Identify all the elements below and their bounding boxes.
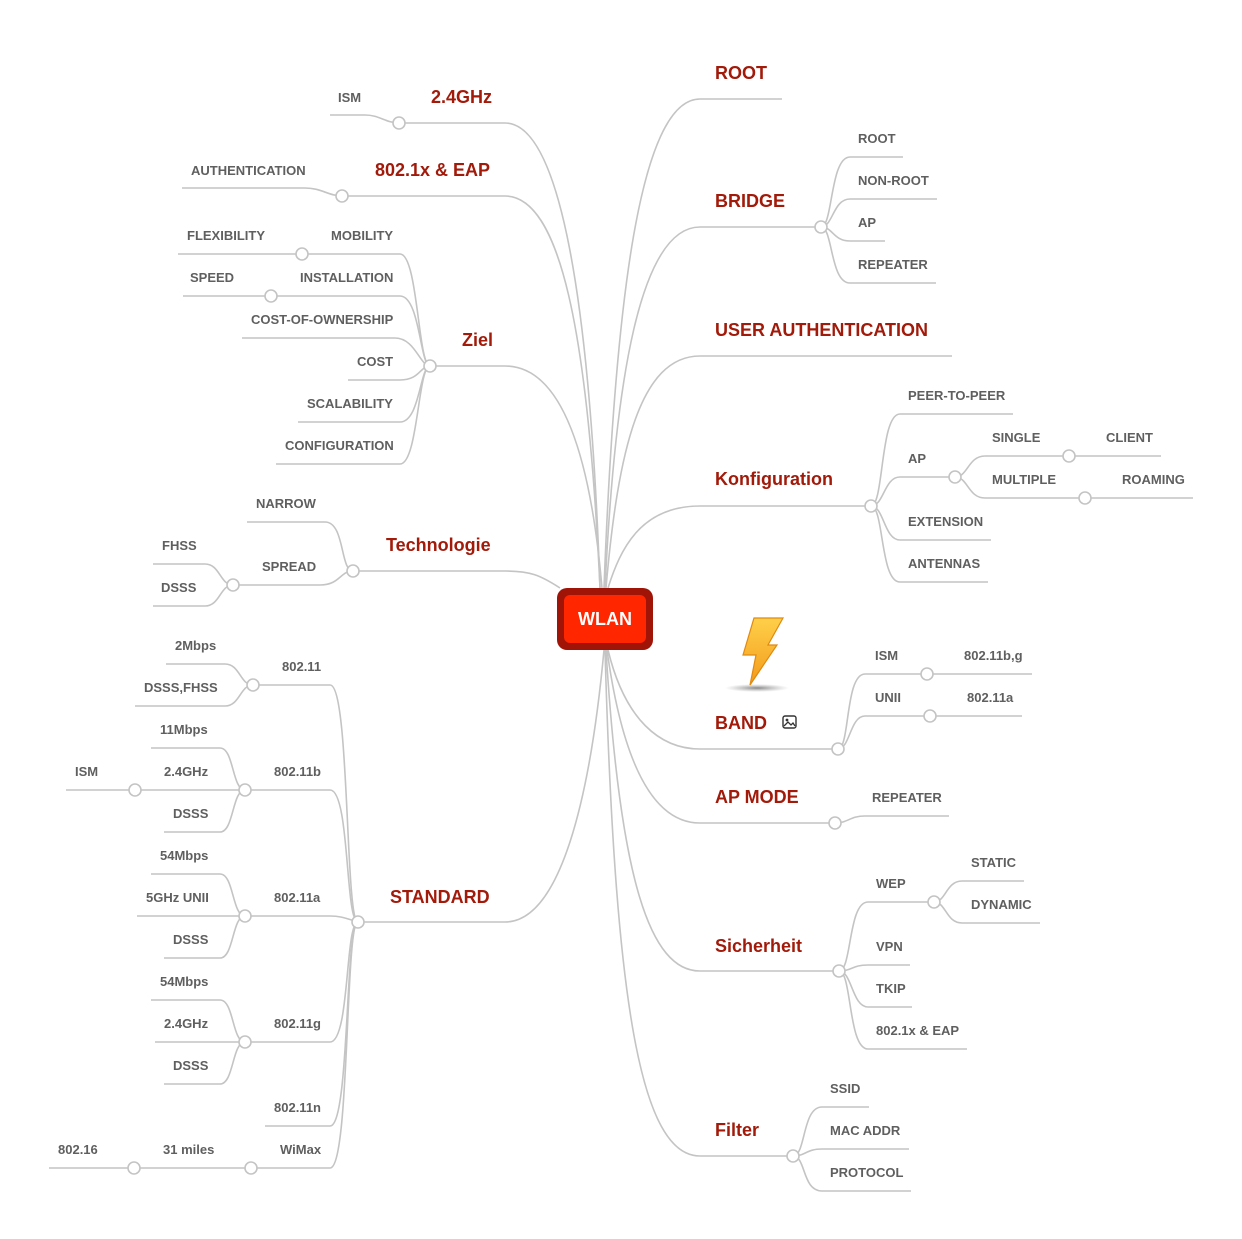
subtopic-2mbps[interactable]: 2Mbps	[175, 638, 217, 653]
subtopic-mac-addr[interactable]: MAC ADDR	[830, 1123, 901, 1138]
subtopic-dsss-fhss[interactable]: DSSS,FHSS	[144, 680, 218, 695]
subtopic-non-root[interactable]: NON-ROOT	[858, 173, 929, 188]
subtopic-tkip[interactable]: TKIP	[876, 981, 906, 996]
subtopic-unii[interactable]: UNII	[875, 690, 901, 705]
subtopic-client[interactable]: CLIENT	[1106, 430, 1153, 445]
subtopic-bridge-root[interactable]: ROOT	[858, 131, 896, 146]
subtopic-dsss-g[interactable]: DSSS	[173, 1058, 209, 1073]
subtopic-5ghz-unii[interactable]: 5GHz UNII	[146, 890, 209, 905]
subtopic-bridge-ap[interactable]: AP	[858, 215, 877, 230]
subtopic-cost[interactable]: COST	[357, 354, 394, 369]
subtopic-802-11b[interactable]: 802.11b	[274, 764, 321, 779]
subtopic-2-4ghz-g[interactable]: 2.4GHz	[164, 1016, 209, 1031]
topic-band[interactable]: BAND	[715, 713, 767, 733]
subtopic-authentication[interactable]: AUTHENTICATION	[191, 163, 306, 178]
subtopic-cost-of-ownership[interactable]: COST-OF-OWNERSHIP	[251, 312, 394, 327]
root-node-wlan[interactable]: WLAN	[557, 588, 653, 650]
subtopic-speed[interactable]: SPEED	[190, 270, 235, 285]
subtopic-31-miles[interactable]: 31 miles	[163, 1142, 215, 1157]
subtopic-protocol[interactable]: PROTOCOL	[830, 1165, 904, 1180]
subtopic-802-11[interactable]: 802.11	[282, 659, 322, 674]
subtopic-ism-b[interactable]: ISM	[75, 764, 99, 779]
subtopic-802-11a[interactable]: 802.11a	[274, 890, 321, 905]
subtopic-802-11n[interactable]: 802.11n	[274, 1100, 321, 1115]
subtopic-spread[interactable]: SPREAD	[262, 559, 317, 574]
subtopic-ssid[interactable]: SSID	[830, 1081, 861, 1096]
subtopic-dsss[interactable]: DSSS	[161, 580, 197, 595]
subtopic-narrow[interactable]: NARROW	[256, 496, 316, 511]
subtopic-peer-to-peer[interactable]: PEER-TO-PEER	[908, 388, 1006, 403]
subtopic-802-11bg[interactable]: 802.11b,g	[964, 648, 1023, 663]
subtopic-bridge-repeater[interactable]: REPEATER	[858, 257, 928, 272]
subtopic-2-4ghz-b[interactable]: 2.4GHz	[164, 764, 209, 779]
subtopic-installation[interactable]: INSTALLATION	[300, 270, 394, 285]
subtopic-konfig-ap[interactable]: AP	[908, 451, 927, 466]
subtopic-extension[interactable]: EXTENSION	[908, 514, 984, 529]
topic-filter[interactable]: Filter	[715, 1120, 760, 1140]
subtopic-static[interactable]: STATIC	[971, 855, 1017, 870]
subtopic-802-11g[interactable]: 802.11g	[274, 1016, 321, 1031]
subtopic-apmode-repeater[interactable]: REPEATER	[872, 790, 942, 805]
subtopic-dynamic[interactable]: DYNAMIC	[971, 897, 1032, 912]
subtopic-ism[interactable]: ISM	[338, 90, 362, 105]
subtopic-fhss[interactable]: FHSS	[162, 538, 197, 553]
topic-bridge[interactable]: BRIDGE	[715, 191, 786, 211]
subtopic-mobility[interactable]: MOBILITY	[331, 228, 394, 243]
topic-technologie[interactable]: Technologie	[386, 535, 491, 555]
topic-root[interactable]: ROOT	[715, 63, 767, 83]
subtopic-band-802-11a[interactable]: 802.11a	[967, 690, 1014, 705]
subtopic-single[interactable]: SINGLE	[992, 430, 1041, 445]
subtopic-roaming[interactable]: ROAMING	[1122, 472, 1185, 487]
topic-sicherheit[interactable]: Sicherheit	[715, 936, 803, 956]
topic-2-4ghz[interactable]: 2.4GHz	[431, 87, 493, 107]
subtopic-scalability[interactable]: SCALABILITY	[307, 396, 393, 411]
subtopic-flexibility[interactable]: FLEXIBILITY	[187, 228, 265, 243]
subtopic-band-ism[interactable]: ISM	[875, 648, 899, 663]
subtopic-configuration[interactable]: CONFIGURATION	[285, 438, 394, 453]
subtopic-11mbps[interactable]: 11Mbps	[160, 722, 208, 737]
subtopic-sicherheit-802-1x-eap[interactable]: 802.1x & EAP	[876, 1023, 960, 1038]
image-icon[interactable]	[782, 715, 797, 729]
subtopic-multiple[interactable]: MULTIPLE	[992, 472, 1057, 487]
topic-ziel[interactable]: Ziel	[462, 330, 494, 350]
subtopic-vpn[interactable]: VPN	[876, 939, 903, 954]
subtopic-802-16[interactable]: 802.16	[58, 1142, 98, 1157]
topic-standard[interactable]: STANDARD	[390, 887, 490, 907]
subtopic-54mbps-g[interactable]: 54Mbps	[160, 974, 209, 989]
lightning-bolt-icon	[725, 617, 789, 692]
subtopic-wep[interactable]: WEP	[876, 876, 906, 891]
topic-ap-mode[interactable]: AP MODE	[715, 787, 799, 807]
topic-user-authentication[interactable]: USER AUTHENTICATION	[715, 320, 928, 340]
root-node-label: WLAN	[564, 595, 646, 643]
subtopic-54mbps-a[interactable]: 54Mbps	[160, 848, 209, 863]
subtopic-dsss-b[interactable]: DSSS	[173, 806, 209, 821]
subtopic-antennas[interactable]: ANTENNAS	[908, 556, 981, 571]
topic-konfiguration[interactable]: Konfiguration	[715, 469, 833, 489]
subtopic-wimax[interactable]: WiMax	[280, 1142, 322, 1157]
subtopic-dsss-a[interactable]: DSSS	[173, 932, 209, 947]
topic-802-1x-eap[interactable]: 802.1x & EAP	[375, 160, 491, 180]
